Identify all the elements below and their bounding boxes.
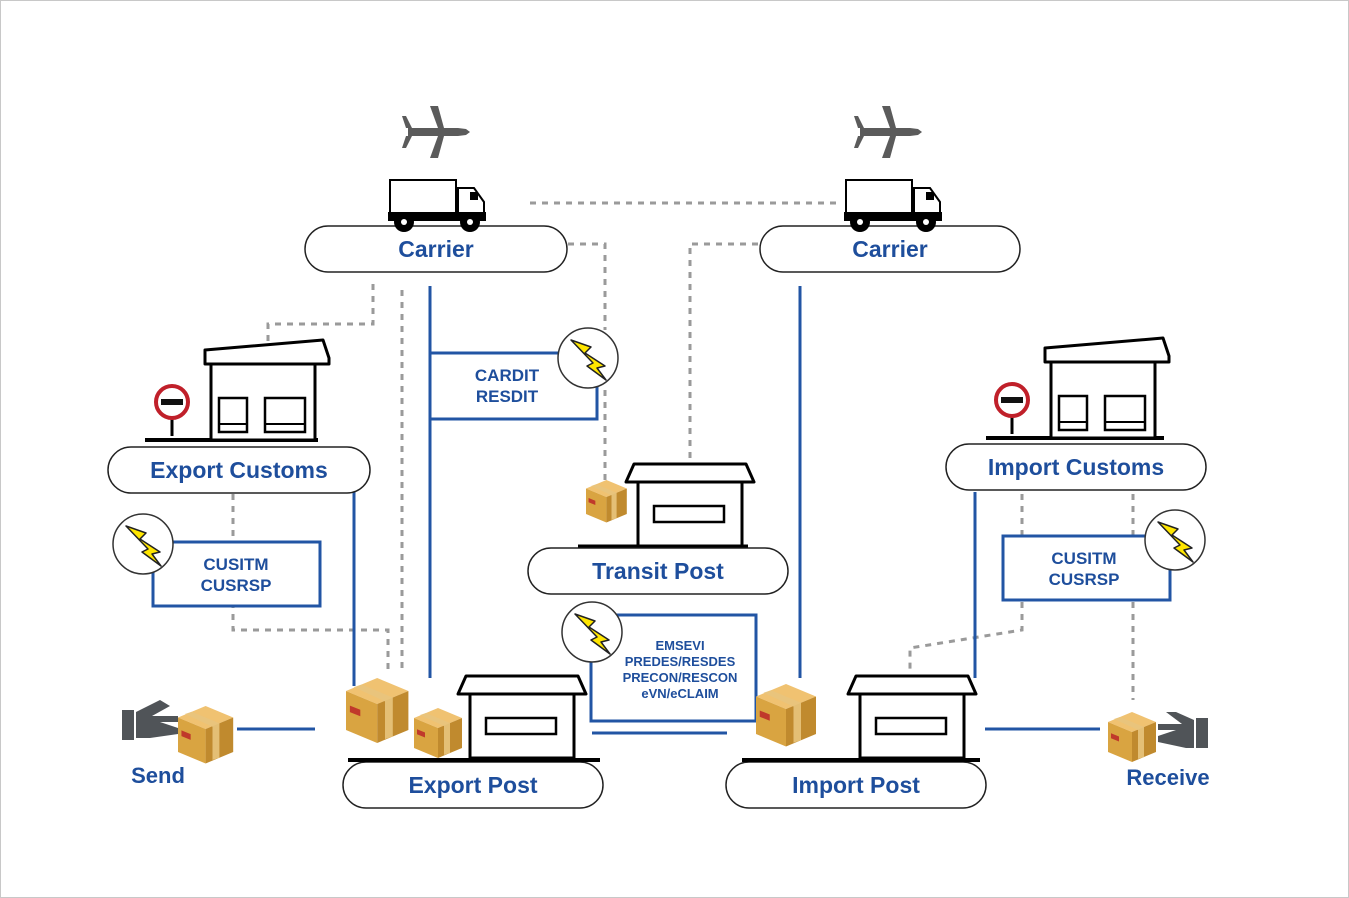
carrier-right-label: Carrier: [852, 235, 928, 262]
post-message-label: EMSEVI PREDES/RESDES PRECON/RESCON eVN/e…: [610, 628, 750, 712]
import-customs-label: Import Customs: [987, 453, 1165, 480]
export-customs-message-label: CUSITM CUSRSP: [180, 548, 292, 602]
truck-icon: [387, 179, 487, 233]
message-resdit: RESDIT: [475, 387, 539, 406]
export-cusitm-message-box: [151, 540, 322, 608]
message-cusitm: CUSITM: [1051, 549, 1117, 568]
carrier-left-label: Carrier: [398, 235, 474, 262]
post-office-icon: [624, 462, 756, 548]
post-blue-links: [237, 286, 1100, 735]
airplane-icon: [854, 106, 922, 158]
message-predes-resdes: PREDES/RESDES: [624, 654, 736, 669]
customs-and-carrier-dashed-links: [231, 201, 1135, 700]
warehouse-icon: [1043, 336, 1171, 440]
message-precon-rescon: PRECON/RESCON: [622, 670, 738, 685]
receive-label: Receive: [1126, 765, 1210, 790]
receiving-hand-icon: [1158, 712, 1208, 748]
parcel-icon: [586, 480, 627, 523]
send-label: Send: [131, 763, 185, 788]
no-entry-sign-icon: [994, 382, 1030, 436]
message-evn-eclaim: eVN/eCLAIM: [641, 686, 719, 701]
post-office-icon: [456, 674, 588, 760]
message-cusrsp: CUSRSP: [200, 576, 272, 595]
message-cardit: CARDIT: [474, 366, 540, 385]
parcel-icon: [414, 708, 462, 758]
lightning-bolt-icon: [1144, 509, 1206, 571]
parcel-icon: [756, 684, 816, 747]
carrier-message-label: CARDIT RESDIT: [452, 358, 562, 414]
transit-post-label: Transit Post: [592, 557, 724, 584]
no-entry-sign-icon: [154, 384, 190, 438]
lightning-bolt-icon: [557, 327, 619, 389]
node-pills: [107, 225, 1207, 809]
lightning-bolt-icon: [112, 513, 174, 575]
export-post-label: Export Post: [408, 771, 538, 798]
message-cusitm: CUSITM: [203, 555, 269, 574]
truck-icon: [843, 179, 943, 233]
import-customs-message-label: CUSITM CUSRSP: [1028, 542, 1140, 596]
parcel-icon: [1108, 712, 1156, 762]
import-post-label: Import Post: [792, 771, 920, 798]
message-emsevi: EMSEVI: [655, 638, 705, 653]
post-office-icon: [846, 674, 978, 760]
giving-hand-icon: [122, 700, 178, 740]
import-cusitm-message-box: [1001, 534, 1172, 602]
warehouse-icon: [203, 338, 331, 442]
export-customs-label: Export Customs: [150, 456, 328, 483]
parcel-icon: [346, 678, 409, 743]
message-cusrsp: CUSRSP: [1048, 570, 1120, 589]
airplane-icon: [402, 106, 470, 158]
parcel-icon: [178, 706, 234, 764]
